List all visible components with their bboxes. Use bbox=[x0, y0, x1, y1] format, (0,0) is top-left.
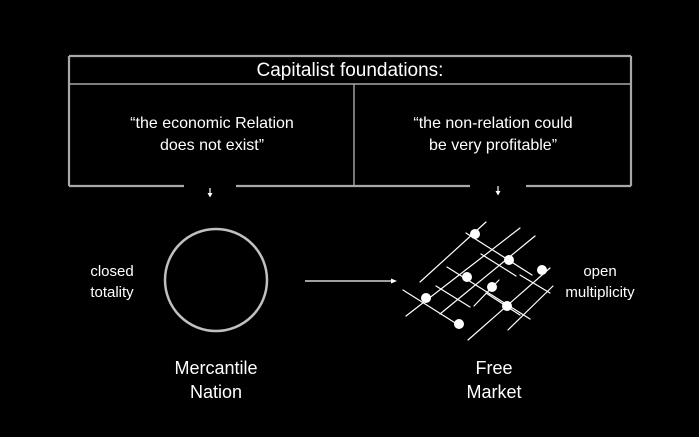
open-multiplicity-lattice bbox=[402, 221, 554, 341]
closed-totality-label: closed totality bbox=[74, 261, 150, 303]
frame-title: Capitalist foundations: bbox=[256, 60, 444, 81]
lattice-line bbox=[439, 235, 536, 315]
lattice-line bbox=[465, 232, 533, 276]
quote-right: “the non-relation could be very profitab… bbox=[356, 113, 630, 157]
lattice-node bbox=[421, 293, 431, 303]
lattice-node bbox=[454, 319, 464, 329]
free-market-label: Free Market bbox=[424, 356, 564, 404]
lattice-line bbox=[446, 266, 531, 320]
lattice-line bbox=[402, 289, 461, 327]
arrow-down-icon bbox=[495, 186, 501, 196]
arrow-down-icon bbox=[207, 188, 213, 198]
quote-right-line-1: “the non-relation could bbox=[413, 115, 573, 132]
lattice-node bbox=[470, 229, 480, 239]
lattice-line bbox=[435, 285, 471, 308]
closed-totality-circle bbox=[163, 227, 269, 333]
quote-left-line-2: does not exist” bbox=[159, 137, 265, 154]
lattice-line bbox=[519, 274, 551, 294]
lattice-node bbox=[502, 301, 512, 311]
lattice-node bbox=[504, 255, 514, 265]
mercantile-nation-label-line-2: Nation bbox=[189, 382, 243, 402]
lattice-line bbox=[480, 253, 517, 277]
quote-left-line-1: “the economic Relation bbox=[130, 115, 294, 132]
open-multiplicity-label-line-2: multiplicity bbox=[565, 284, 635, 301]
lattice-line bbox=[507, 285, 554, 331]
mercantile-nation-label: Mercantile Nation bbox=[146, 356, 286, 404]
arrow-right-icon bbox=[305, 278, 397, 284]
closed-totality-label-line-1: closed bbox=[90, 263, 134, 280]
free-market-label-line-2: Market bbox=[466, 382, 522, 402]
quote-left: “the economic Relation does not exist” bbox=[70, 113, 354, 157]
quote-right-line-2: be very profitable” bbox=[428, 137, 558, 154]
lattice-node bbox=[462, 272, 472, 282]
mercantile-nation-label-line-1: Mercantile bbox=[174, 358, 258, 378]
free-market-label-line-1: Free bbox=[475, 358, 513, 378]
lattice-nodes bbox=[421, 229, 547, 329]
closed-totality-label-line-2: totality bbox=[90, 284, 134, 301]
lattice-node bbox=[537, 265, 547, 275]
open-multiplicity-label-line-1: open bbox=[583, 263, 617, 280]
open-multiplicity-label: open multiplicity bbox=[545, 261, 655, 303]
foundations-frame bbox=[67, 54, 633, 188]
lattice-node bbox=[487, 282, 497, 292]
